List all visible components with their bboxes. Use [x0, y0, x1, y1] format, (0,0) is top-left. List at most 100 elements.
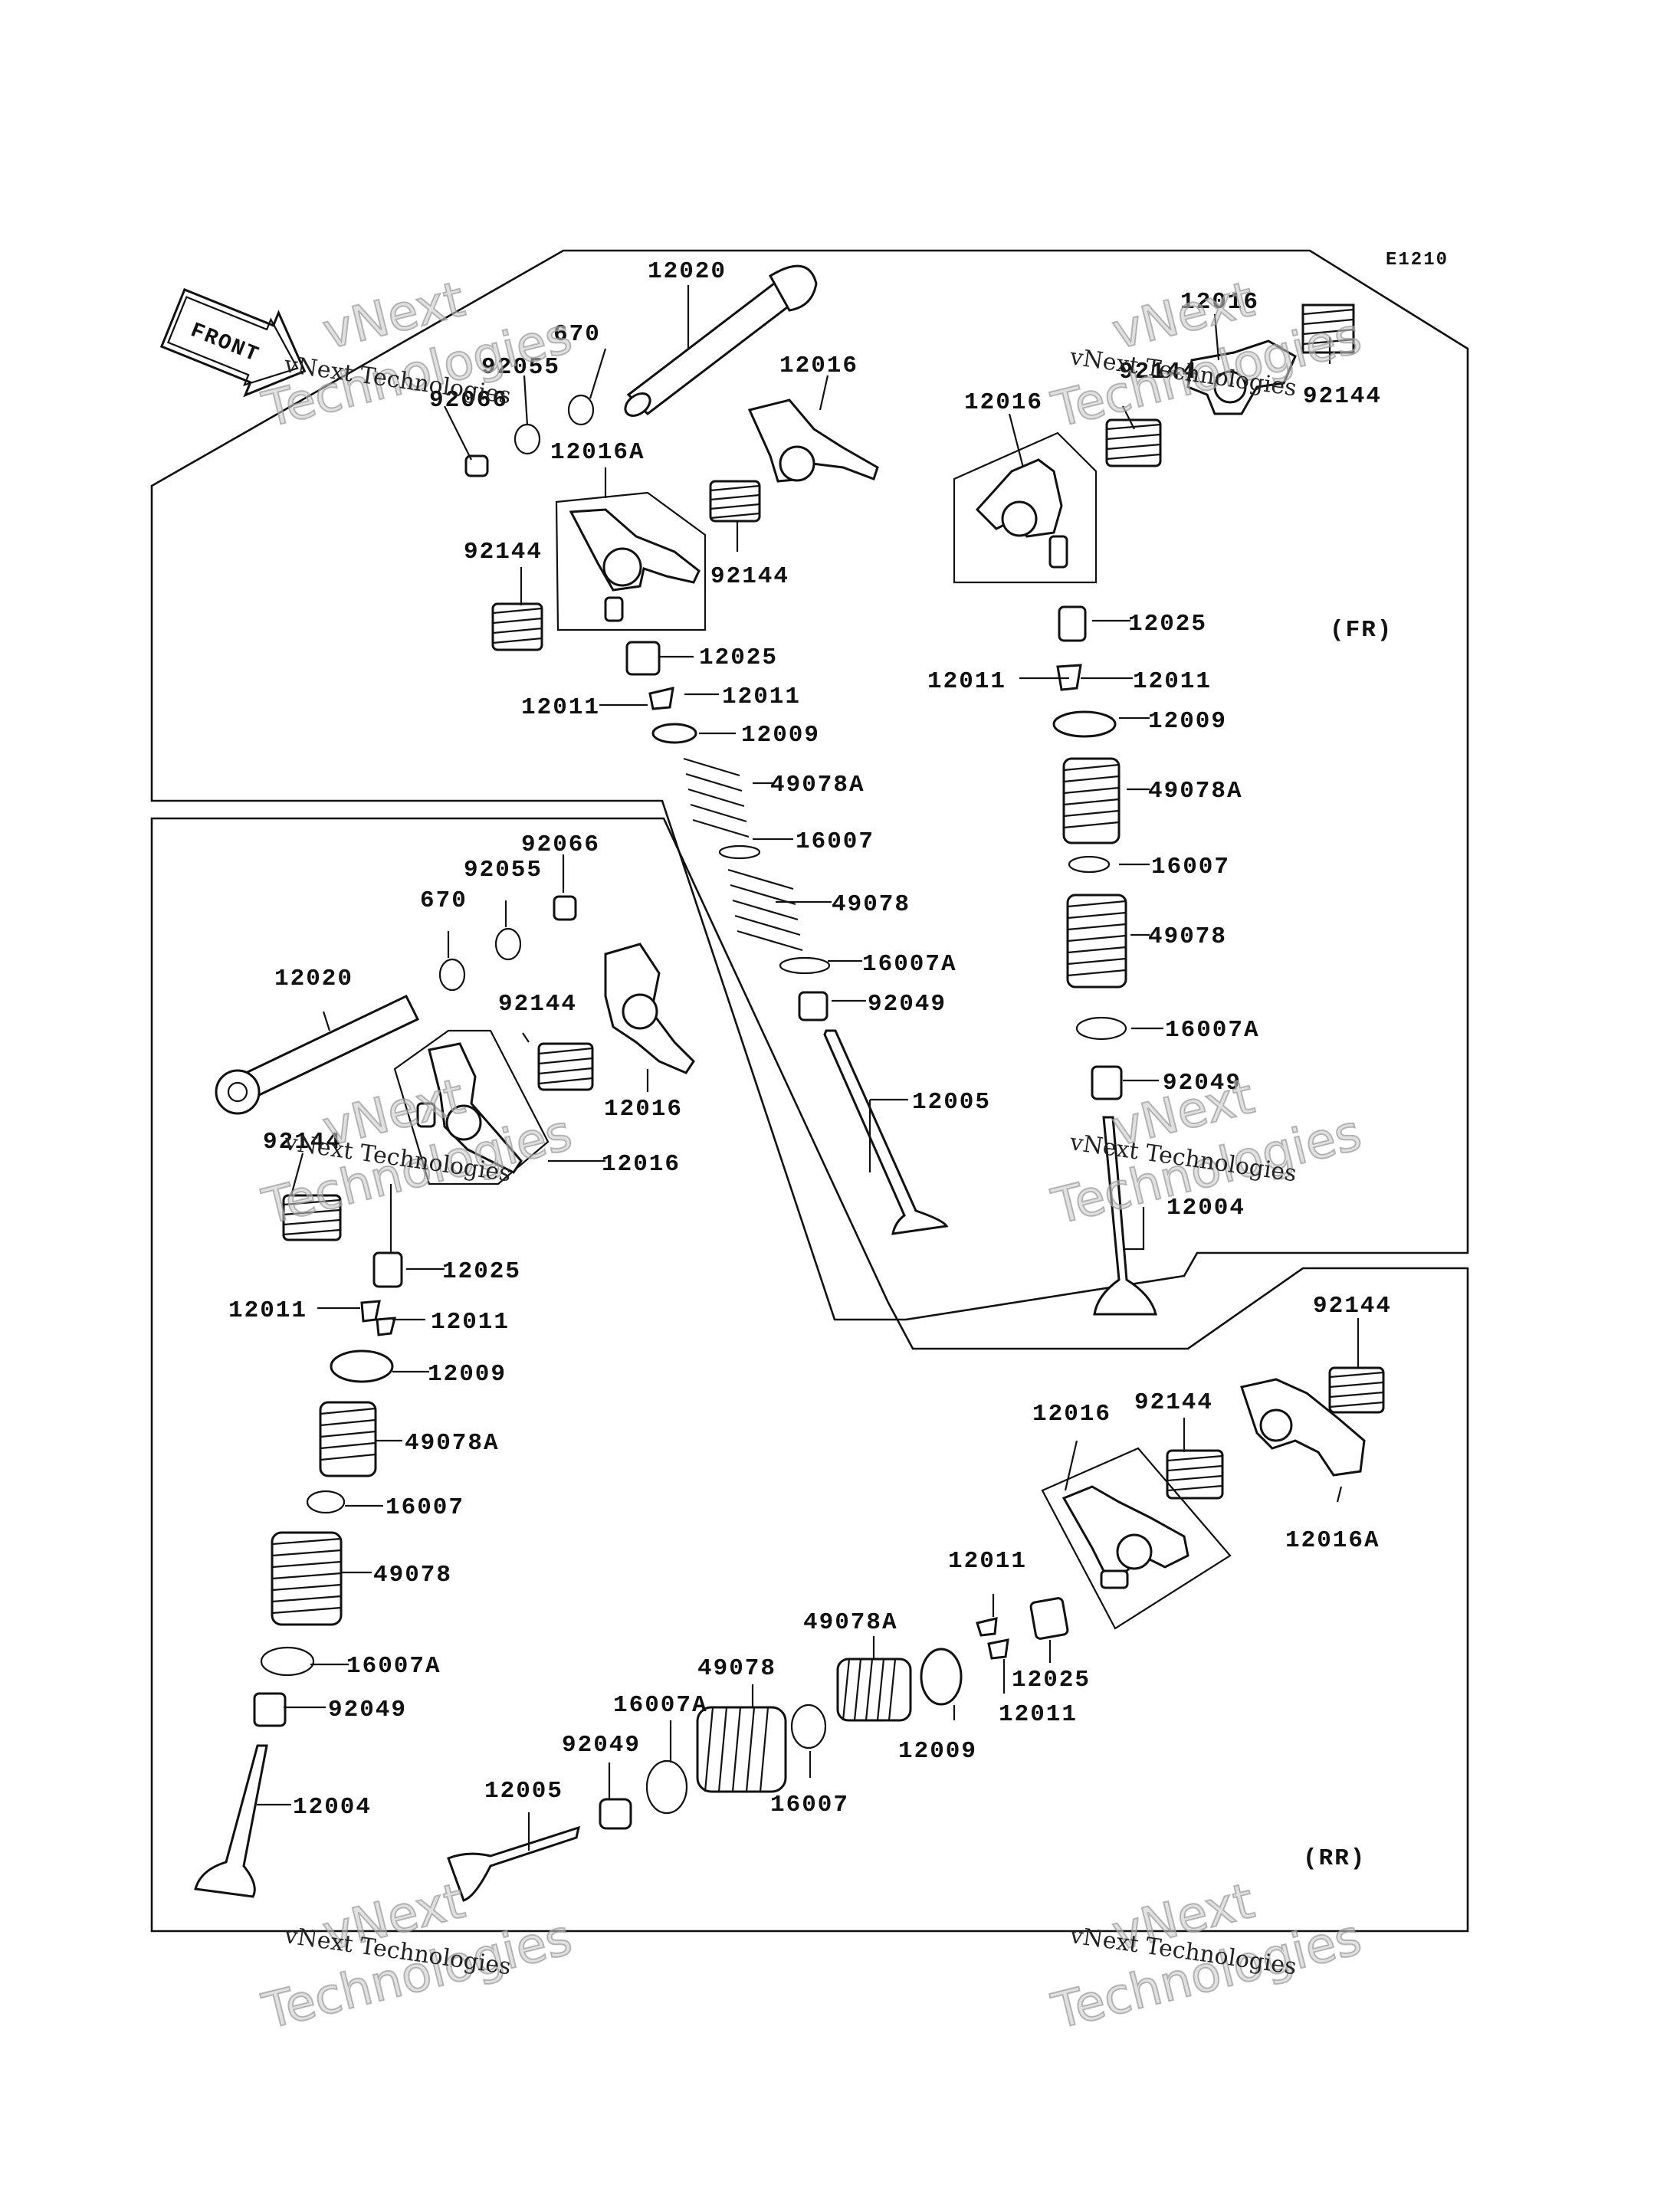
part-number-label: 670	[553, 321, 601, 348]
tappet	[372, 1251, 403, 1288]
part-number-label: 12020	[648, 258, 727, 285]
valve	[1093, 1116, 1157, 1316]
valve-seal	[798, 991, 829, 1021]
spring-seat	[718, 844, 761, 860]
part-number-label: 49078A	[405, 1430, 500, 1457]
part-number-label: 49078	[1148, 923, 1227, 950]
part-number-label: 92144	[464, 539, 543, 566]
diagram-frames	[150, 249, 1469, 1933]
coil-spring	[1066, 894, 1127, 989]
spring-seat	[790, 1703, 827, 1749]
coil-spring	[1166, 1449, 1224, 1500]
rocker-shaft	[215, 995, 420, 1115]
part-number-label: 92144	[498, 991, 577, 1018]
section-label-rear: (RR)	[1303, 1845, 1366, 1872]
o-ring	[514, 423, 541, 455]
valve	[194, 1744, 268, 1898]
figure-code: E1210	[1386, 250, 1449, 271]
rocker-arm	[1186, 339, 1297, 415]
part-number-label: 12011	[228, 1297, 307, 1324]
part-number-label: 16007	[1151, 854, 1230, 880]
part-number-label: 16007	[796, 828, 874, 855]
o-ring	[494, 927, 522, 961]
cotter	[976, 1617, 998, 1637]
coil-spring	[1328, 1366, 1385, 1414]
part-number-label: 12011	[722, 684, 801, 710]
valve	[823, 1029, 949, 1235]
coil-spring	[1301, 303, 1355, 354]
retainer	[330, 1349, 394, 1383]
part-number-label: 92049	[562, 1732, 641, 1759]
retainer	[920, 1648, 963, 1706]
rocker-arm	[975, 458, 1068, 569]
valve-seal	[253, 1692, 287, 1727]
part-number-label: 12016	[964, 389, 1043, 416]
coil-spring	[727, 868, 803, 952]
part-number-label: 12009	[1148, 708, 1227, 735]
rocker-shaft	[624, 264, 818, 417]
part-number-label: 49078	[697, 1655, 776, 1682]
part-number-label: 670	[420, 887, 468, 914]
part-number-label: 12025	[1128, 611, 1207, 638]
part-number-label: 92066	[429, 387, 508, 414]
coil-spring	[319, 1401, 377, 1477]
spring-seat	[1068, 855, 1111, 874]
part-number-label: 49078A	[803, 1609, 898, 1636]
part-number-label: 12011	[999, 1701, 1078, 1728]
tappet	[625, 641, 661, 676]
part-number-label: 92049	[1163, 1070, 1242, 1097]
leader-lines	[257, 285, 1360, 1851]
part-number-label: 12025	[1012, 1667, 1091, 1694]
watermark: vNext Technologies vNext Technologies vN…	[257, 271, 1368, 2041]
cotter	[987, 1638, 1009, 1660]
part-number-label: 12009	[741, 722, 820, 749]
part-number-label: 92049	[868, 991, 947, 1018]
tappet	[1029, 1597, 1069, 1640]
part-number-label: 12025	[699, 644, 778, 671]
valve-seal	[599, 1798, 632, 1830]
part-number-label: 16007	[386, 1494, 464, 1521]
part-number-label: 92144	[1303, 383, 1382, 410]
part-number-label: 16007A	[862, 951, 957, 978]
retainer	[651, 723, 697, 744]
coil-spring	[537, 1042, 594, 1091]
spring-seat	[1075, 1016, 1127, 1041]
part-number-label: 12011	[948, 1548, 1027, 1575]
part-number-label: 49078A	[1148, 778, 1243, 805]
coil-spring	[709, 480, 761, 523]
part-number-label: 49078A	[770, 772, 865, 798]
part-number-label: 12009	[428, 1361, 507, 1388]
part-number-label: 12005	[912, 1089, 991, 1116]
part-number-label: 12016	[604, 1096, 683, 1123]
part-number-label: 16007A	[1165, 1017, 1260, 1044]
spring-seat	[645, 1759, 688, 1815]
part-number-label: 12011	[521, 694, 600, 721]
part-number-label: 12016	[1032, 1401, 1111, 1428]
part-number-label: 49078	[832, 891, 911, 918]
tappet	[1058, 605, 1087, 642]
part-number-label: 12009	[898, 1738, 977, 1765]
spring-seat	[306, 1490, 346, 1514]
rocker-arm	[604, 943, 695, 1074]
part-number-label: 92144	[263, 1129, 342, 1156]
rocker-arm	[1240, 1378, 1366, 1477]
cotter	[376, 1317, 396, 1336]
valve	[447, 1825, 581, 1902]
part-number-label: 92144	[1134, 1389, 1213, 1416]
part-number-label: 49078	[373, 1562, 452, 1589]
part-number-label: 92049	[328, 1697, 407, 1723]
coil-spring	[696, 1706, 787, 1793]
coil-spring	[683, 757, 750, 838]
part-number-label: 12016	[602, 1151, 681, 1178]
spring-seat	[260, 1646, 315, 1677]
bushing	[553, 895, 577, 921]
coil-spring	[1062, 757, 1121, 844]
part-number-labels: 12020670920559206612016A1201692144921441…	[228, 258, 1390, 1821]
part-number-label: 92144	[710, 563, 789, 590]
part-number-label: 92144	[1119, 359, 1198, 385]
part-number-label: 12020	[274, 966, 353, 992]
part-number-label: 16007	[770, 1792, 849, 1818]
cotter	[648, 687, 674, 710]
coil-spring	[282, 1194, 342, 1241]
